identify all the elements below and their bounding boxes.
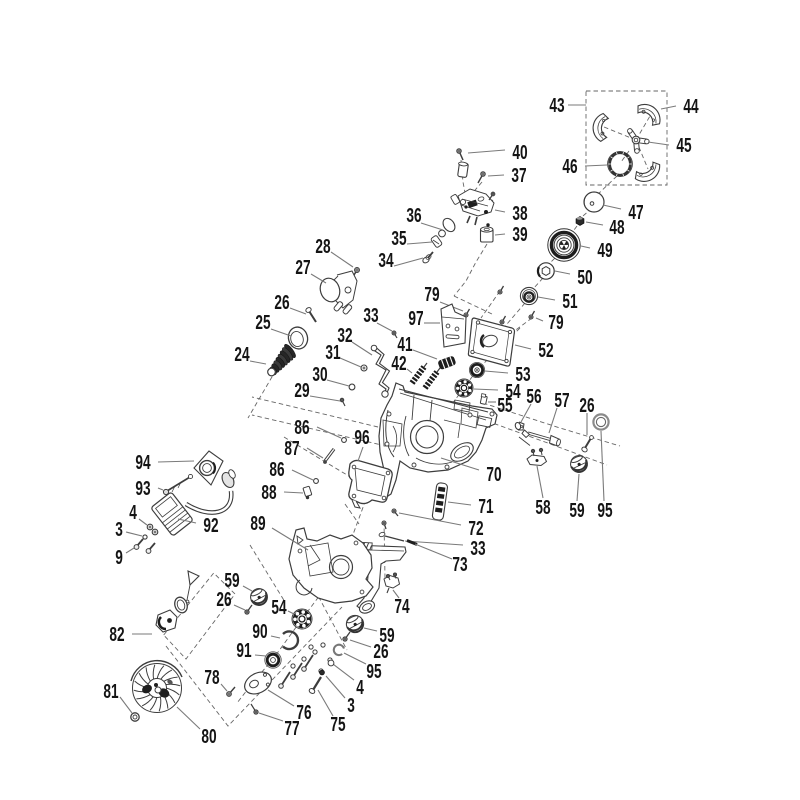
svg-text:32: 32	[337, 325, 352, 347]
svg-text:54: 54	[271, 597, 287, 619]
svg-text:58: 58	[535, 497, 550, 519]
svg-text:81: 81	[103, 681, 118, 703]
svg-text:55: 55	[497, 395, 512, 417]
svg-text:73: 73	[452, 554, 467, 576]
svg-text:3: 3	[115, 519, 123, 541]
svg-text:3: 3	[347, 695, 355, 717]
svg-text:44: 44	[683, 96, 699, 118]
svg-text:35: 35	[391, 228, 406, 250]
svg-text:26: 26	[216, 589, 231, 611]
svg-text:37: 37	[511, 165, 526, 187]
svg-text:42: 42	[391, 353, 406, 375]
svg-text:9: 9	[115, 547, 123, 569]
svg-text:59: 59	[224, 570, 239, 592]
svg-text:27: 27	[295, 257, 310, 279]
svg-text:71: 71	[478, 496, 493, 518]
svg-text:43: 43	[549, 95, 564, 117]
svg-text:40: 40	[512, 142, 527, 164]
svg-text:87: 87	[284, 438, 299, 460]
svg-text:33: 33	[363, 305, 378, 327]
svg-text:25: 25	[255, 312, 270, 334]
svg-text:26: 26	[579, 395, 594, 417]
svg-text:31: 31	[325, 342, 340, 364]
svg-text:94: 94	[135, 452, 151, 474]
svg-text:78: 78	[204, 667, 219, 689]
svg-text:86: 86	[269, 459, 284, 481]
svg-text:79: 79	[548, 312, 563, 334]
svg-text:59: 59	[379, 625, 394, 647]
svg-text:49: 49	[597, 240, 612, 262]
svg-text:4: 4	[356, 677, 364, 699]
svg-text:88: 88	[261, 482, 276, 504]
svg-text:59: 59	[569, 500, 584, 522]
svg-text:46: 46	[562, 156, 577, 178]
svg-text:34: 34	[378, 250, 394, 272]
svg-text:95: 95	[597, 500, 612, 522]
svg-text:90: 90	[252, 621, 267, 643]
svg-text:75: 75	[330, 714, 345, 736]
svg-text:79: 79	[424, 284, 439, 306]
svg-text:96: 96	[354, 427, 369, 449]
svg-text:93: 93	[135, 478, 150, 500]
svg-text:48: 48	[609, 217, 624, 239]
svg-text:45: 45	[676, 135, 691, 157]
svg-text:57: 57	[554, 390, 569, 412]
svg-text:56: 56	[526, 386, 541, 408]
svg-text:91: 91	[236, 640, 251, 662]
svg-text:4: 4	[129, 502, 137, 524]
svg-text:33: 33	[470, 538, 485, 560]
svg-text:54: 54	[505, 381, 521, 403]
svg-text:77: 77	[284, 718, 299, 740]
svg-text:82: 82	[109, 624, 124, 646]
svg-text:51: 51	[562, 291, 577, 313]
svg-text:95: 95	[366, 661, 381, 683]
svg-text:70: 70	[486, 464, 501, 486]
svg-text:26: 26	[274, 292, 289, 314]
svg-text:29: 29	[294, 380, 309, 402]
svg-text:52: 52	[538, 340, 553, 362]
svg-text:76: 76	[296, 702, 311, 724]
svg-text:80: 80	[201, 726, 216, 748]
svg-text:36: 36	[406, 205, 421, 227]
svg-text:26: 26	[373, 641, 388, 663]
svg-text:50: 50	[577, 267, 592, 289]
svg-text:97: 97	[408, 308, 423, 330]
svg-text:47: 47	[628, 202, 643, 224]
svg-text:38: 38	[512, 203, 527, 225]
svg-text:39: 39	[512, 224, 527, 246]
svg-text:41: 41	[397, 334, 412, 356]
svg-text:74: 74	[394, 596, 410, 618]
svg-text:28: 28	[315, 236, 330, 258]
svg-text:30: 30	[312, 364, 327, 386]
svg-text:89: 89	[250, 513, 265, 535]
svg-text:92: 92	[203, 515, 218, 537]
svg-text:24: 24	[234, 344, 250, 366]
svg-text:86: 86	[294, 417, 309, 439]
svg-text:72: 72	[468, 518, 483, 540]
svg-text:53: 53	[515, 364, 530, 386]
